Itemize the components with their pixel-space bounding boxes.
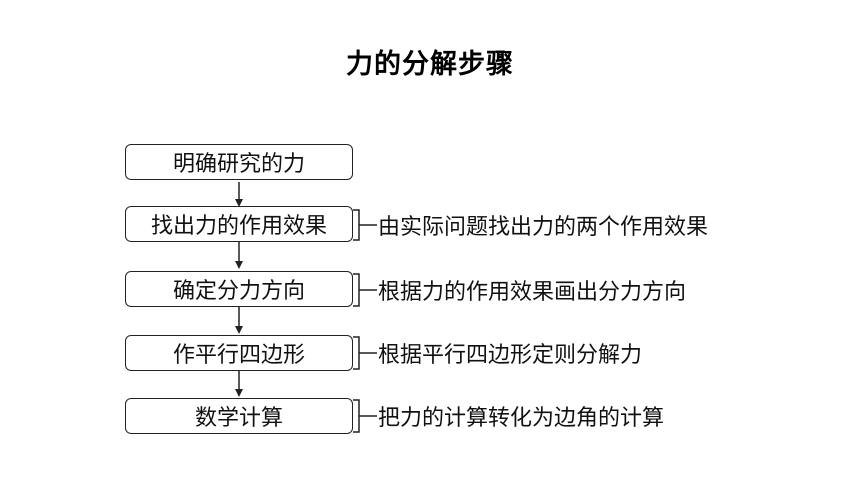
step-note-math-calculation: 把力的计算转化为边角的计算 (378, 406, 665, 431)
page-title: 力的分解步骤 (346, 49, 514, 80)
step-box-component-directions: 确定分力方向 (125, 271, 353, 307)
step-box-parallelogram: 作平行四边形 (125, 335, 353, 371)
step-note-find-effects: 由实际问题找出力的两个作用效果 (378, 215, 709, 240)
step-note-parallelogram: 根据平行四边形定则分解力 (378, 343, 643, 368)
step-box-identify-force: 明确研究的力 (125, 144, 353, 180)
step-box-math-calculation: 数学计算 (125, 398, 353, 434)
step-box-find-effects: 找出力的作用效果 (125, 206, 353, 242)
bracket-step2 (353, 209, 377, 241)
step-note-component-directions: 根据力的作用效果画出分力方向 (378, 280, 687, 305)
bracket-step5 (353, 399, 377, 433)
bracket-step4 (353, 336, 377, 370)
bracket-step3 (353, 273, 377, 307)
